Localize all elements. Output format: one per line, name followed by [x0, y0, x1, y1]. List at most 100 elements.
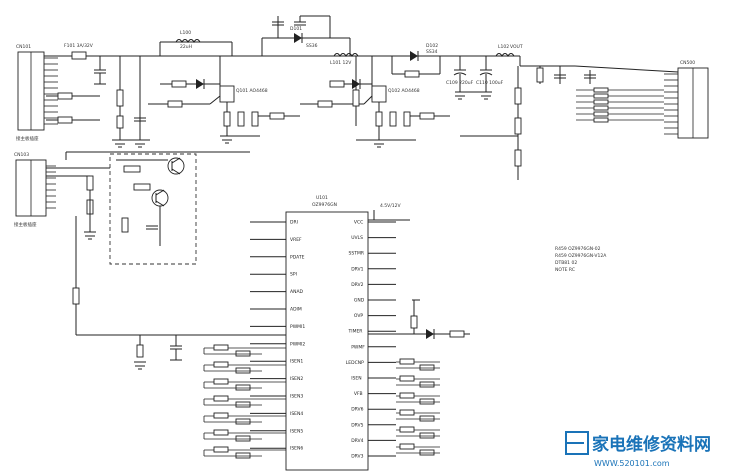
note-4: NOTE RC: [555, 267, 575, 273]
l100-value: 22uH: [180, 44, 192, 50]
drv-resistor: [419, 364, 435, 371]
ic-ref: U101: [316, 195, 328, 201]
inductor-l101: L101 12V: [330, 53, 359, 66]
isen-resistor: [213, 429, 229, 436]
ground-symbols: [85, 95, 491, 370]
diode-d102: D102 SS34: [391, 43, 441, 78]
bank-resistor: [593, 105, 609, 111]
ic-left-pin-label: DRI: [290, 220, 298, 226]
ic-right-pin-label: DRV1: [351, 266, 363, 272]
cn101-caption: 接主板插座: [16, 135, 39, 142]
isen-resistor: [213, 344, 229, 351]
connector-cn103: CN103 接主板插座: [14, 152, 56, 228]
isen-rc-networks: [203, 344, 286, 459]
isen-resistor: [213, 361, 229, 368]
drv-resistor: [399, 443, 415, 450]
isen-resistor: [235, 418, 251, 425]
ic-right-pin-label: GND: [354, 298, 365, 304]
ic-right-pin-label: DRV2: [351, 282, 363, 288]
drv-resistor: [399, 375, 415, 382]
q102-label: Q102 AO4468: [388, 88, 420, 94]
ic-left-pin-label: ISEN2: [290, 376, 303, 382]
drv-resistor: [399, 392, 415, 399]
ic-u101: U101 OZ9976GN DRIVREFPDATESPIANADADIMPWM…: [250, 195, 396, 471]
bank-resistor: [593, 87, 609, 93]
ic-right-pin-label: UVLS: [351, 235, 363, 241]
d102-value: SS34: [426, 49, 438, 55]
connector-cn101: CN101 接主板插座: [16, 44, 58, 142]
c110-label: C110 100uF: [476, 80, 504, 86]
protection-block: [109, 153, 197, 265]
drv-rc-networks: [396, 358, 440, 456]
drv-resistor: [419, 449, 435, 456]
vcc-input-label: 4.5V/12V: [380, 203, 401, 209]
isen-resistor: [235, 367, 251, 374]
right-divider: [460, 66, 596, 180]
isen-resistor: [213, 446, 229, 453]
cn101-label: CN101: [16, 44, 31, 50]
note-3: DTB81 02: [555, 260, 577, 266]
ic-right-pin-label: OVP: [354, 313, 364, 319]
drv-resistor: [419, 381, 435, 388]
bank-resistor: [593, 117, 609, 123]
drv-resistor: [419, 398, 435, 405]
watermark-text: 家电维修资料网: [592, 434, 711, 455]
l102-label: L102: [498, 44, 509, 50]
c109-label: C109 220uF: [446, 80, 474, 86]
right-resistor-bank: [576, 87, 664, 123]
cn103-caption: 接主板插座: [14, 221, 37, 228]
drv-resistor: [399, 426, 415, 433]
ic-right-pin-label: DRV6: [351, 407, 363, 413]
left-input-network: [46, 92, 290, 336]
isen-resistor: [213, 412, 229, 419]
isen-resistor: [213, 378, 229, 385]
ic-right-pin-label: LEDCNP: [346, 360, 364, 366]
ic-left-pin-label: ISEN4: [290, 411, 303, 417]
ic-right-pin-label: SSTMR: [349, 251, 364, 257]
ic-left-pin-label: ISEN1: [290, 359, 303, 365]
q101-label: Q101 AO4468: [236, 88, 268, 94]
ic-right-pin-label: DRV4: [351, 438, 363, 444]
isen-resistor: [235, 435, 251, 442]
boost-stage-2: Q102 AO4468: [300, 56, 450, 141]
ic-right-pin-label: ISEN: [351, 376, 361, 382]
isen-resistor: [235, 384, 251, 391]
drv-resistor: [399, 409, 415, 416]
ic-left-pin-label: PWMI2: [290, 341, 305, 347]
output-capacitors: C109 220uF C110 100uF L102 VOUT: [446, 44, 523, 93]
ic-right-pin-label: DRV5: [351, 422, 363, 428]
inductor-l100: L100 22uH: [159, 30, 233, 56]
boost-stage-1: Q101 AO4468: [112, 56, 300, 141]
isen-resistor: [235, 350, 251, 357]
d102-label: D102: [426, 43, 438, 49]
bottom-left-caps: [134, 335, 182, 363]
cn103-label: CN103: [14, 152, 29, 158]
note-1: R459 OZ9976GN-02: [555, 246, 601, 252]
ic-left-pin-label: ANAD: [290, 289, 304, 295]
drv-resistor: [419, 415, 435, 422]
ic-left-pin-label: ADIM: [290, 307, 302, 313]
l101-label: L101 12V: [330, 60, 352, 66]
drv-resistor: [399, 358, 415, 365]
ic-left-pin-label: ISEN3: [290, 394, 303, 400]
watermark: 家电维修资料网 WWW.520101.com: [565, 431, 711, 468]
ic-left-pin-label: PDATE: [290, 254, 305, 260]
bank-resistor: [593, 99, 609, 105]
ic-left-pin-label: ISEN5: [290, 428, 303, 434]
timer-output-network: [368, 299, 470, 339]
top-power-rail: F101 3A/32V: [44, 43, 679, 85]
l100-label: L100: [180, 30, 191, 36]
ic-left-pin-label: PWMI1: [290, 324, 305, 330]
ic-right-pin-label: VCC: [354, 220, 363, 226]
ic-name: OZ9976GN: [312, 202, 337, 208]
note-2: R459 OZ9976GN-V12A: [555, 253, 607, 259]
ic-left-pin-label: VREF: [290, 237, 302, 243]
isen-resistor: [235, 452, 251, 459]
isen-resistor: [235, 401, 251, 408]
bank-resistor: [593, 111, 609, 117]
drv-resistor: [419, 432, 435, 439]
ic-right-pin-label: VFB: [354, 391, 363, 397]
d101-value: SS36: [306, 43, 318, 49]
